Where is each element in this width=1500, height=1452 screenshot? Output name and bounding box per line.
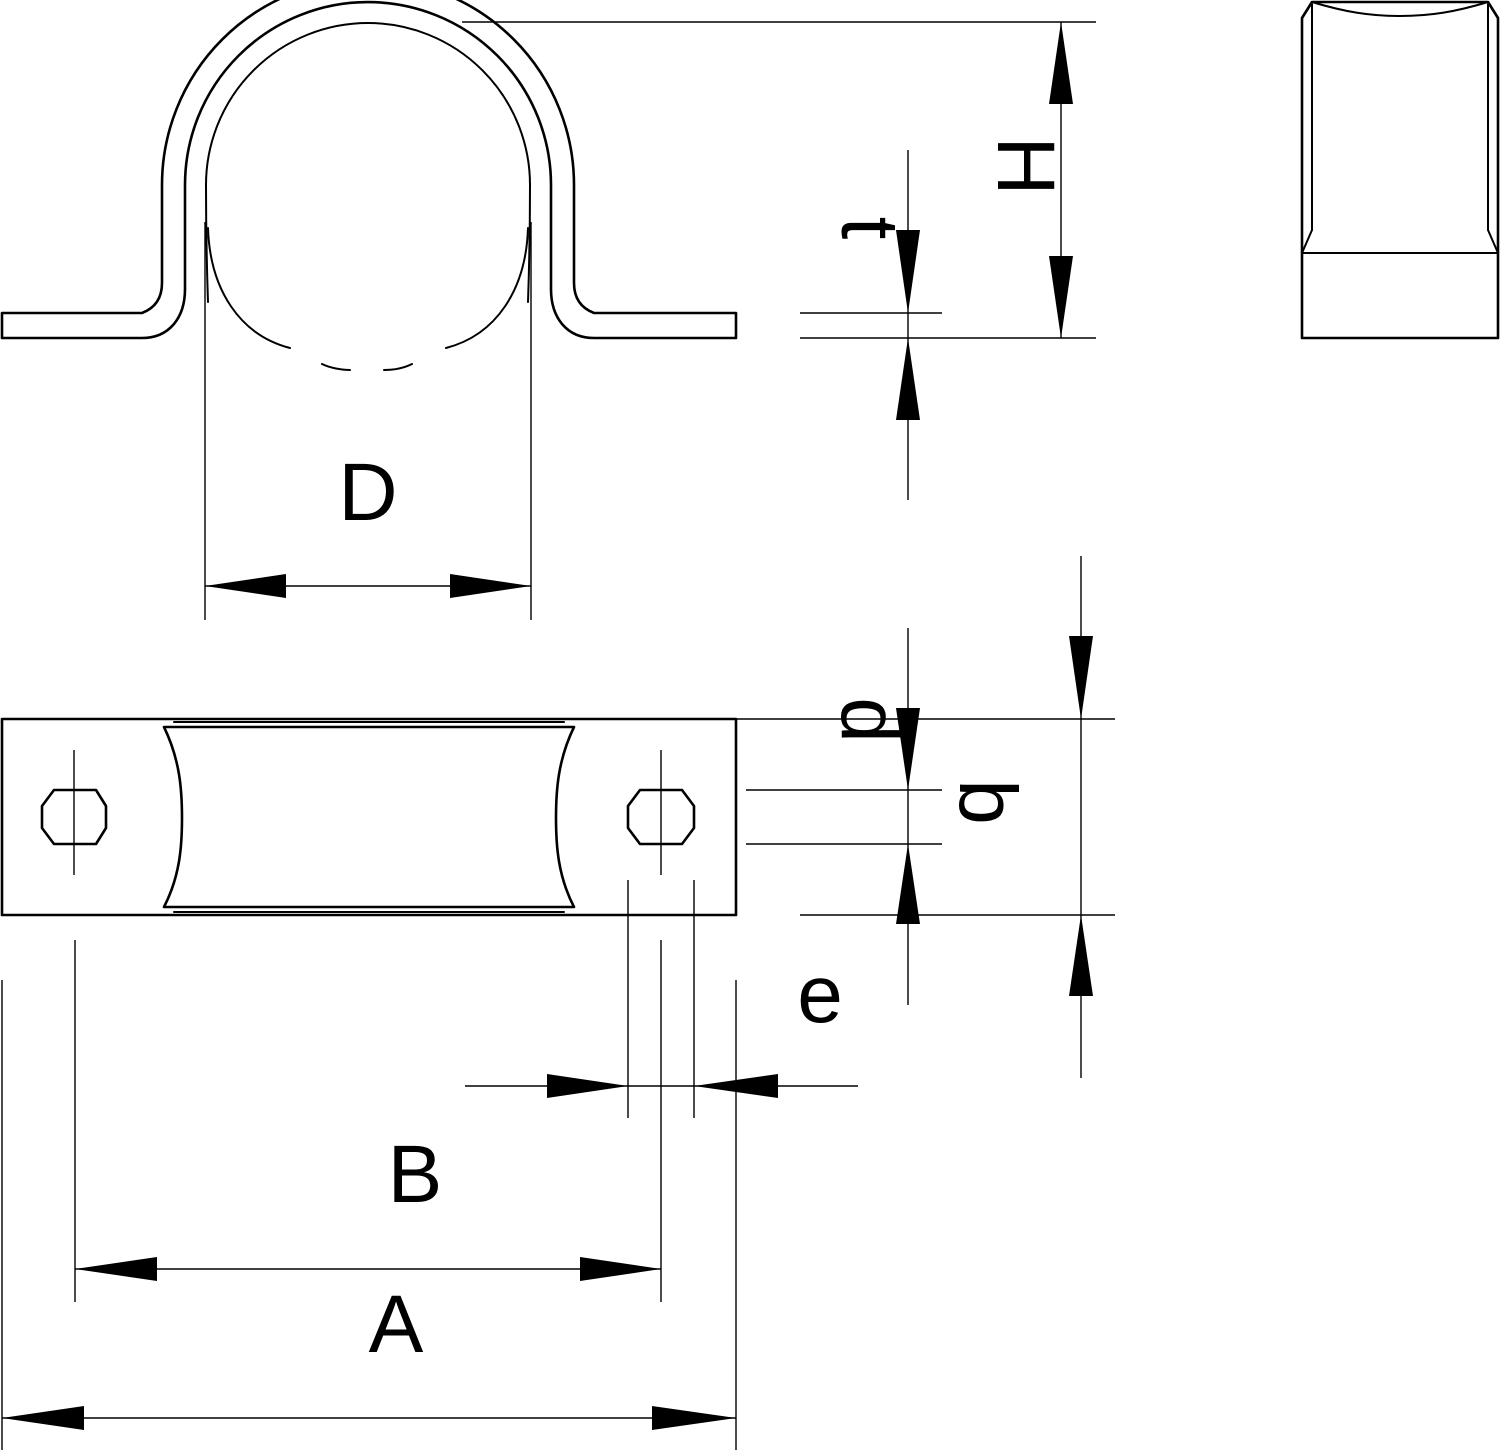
dim-A-arrow-right: [652, 1406, 736, 1430]
dim-H-arrow-top: [1049, 22, 1073, 104]
dim-H-arrow-bottom: [1049, 256, 1073, 338]
dim-B-arrow-left: [75, 1257, 157, 1281]
base-plate-outline: [0, 717, 738, 917]
dim-D-arrow-right: [450, 574, 531, 598]
top-view: [0, 717, 738, 917]
dim-A-arrow-left: [2, 1406, 84, 1430]
dim-t-arrow-bottom: [896, 338, 920, 420]
dim-H-label: H: [980, 136, 1071, 195]
saddle-inner-edge: [205, 22, 531, 303]
dim-t-label: t: [824, 217, 915, 240]
dimension-D: D: [204, 222, 532, 620]
pipe-circle-right: [445, 227, 529, 349]
dimension-H: H: [462, 21, 1096, 339]
dimension-B: B: [74, 940, 662, 1302]
mounting-hole-right: [626, 788, 696, 846]
dim-b-arrow-bottom: [1069, 915, 1093, 996]
dim-d-label: d: [824, 697, 915, 743]
saddle-outer-profile: [0, 0, 738, 340]
side-view-chamfer-right: [1487, 229, 1499, 254]
dim-D-label: D: [338, 447, 397, 538]
pipe-circle-bottom: [321, 363, 413, 371]
dimension-b: b: [736, 556, 1115, 1078]
saddle-band-outline: [162, 725, 576, 909]
dim-e-label: e: [797, 949, 843, 1040]
dim-B-label: B: [388, 1129, 443, 1220]
dim-B-arrow-right: [580, 1257, 661, 1281]
front-view: [0, 0, 738, 371]
pipe-circle: [207, 227, 291, 349]
dim-e-arrow-left: [547, 1074, 628, 1098]
dim-b-arrow-top: [1069, 636, 1093, 719]
side-view-top-curve: [1311, 1, 1489, 17]
mounting-hole-left: [40, 788, 108, 846]
dim-d-arrow-top: [896, 708, 920, 790]
side-view-chamfer-left: [1301, 229, 1313, 254]
dim-A-label: A: [369, 1279, 424, 1370]
dim-d-arrow-bottom: [896, 844, 920, 924]
side-view-outline: [1300, 0, 1500, 340]
side-view: [1300, 0, 1500, 340]
dim-t-arrow-top: [896, 230, 920, 313]
dim-D-arrow-left: [205, 574, 286, 598]
dimension-A: A: [1, 980, 737, 1450]
dimension-t: t: [800, 150, 942, 500]
dim-b-label: b: [942, 779, 1033, 825]
dimension-d: d: [746, 628, 942, 1005]
